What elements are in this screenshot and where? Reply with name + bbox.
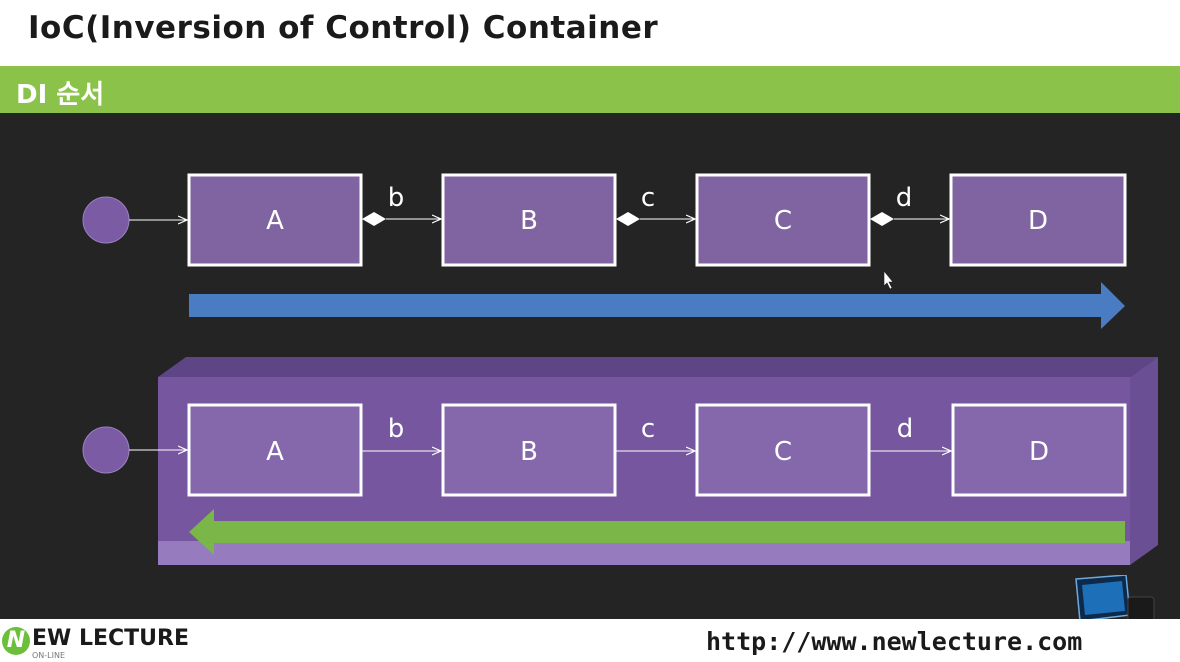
top-row-boxes: A B C D — [187, 173, 1127, 267]
top-box-b-label: B — [520, 206, 538, 236]
diamond-icon — [616, 212, 640, 226]
logo-initial: N — [2, 627, 30, 655]
top-edge-label-d: d — [896, 183, 913, 213]
section-bar: DI 순서 — [0, 66, 1180, 113]
bottom-row-connectors: b c d — [362, 414, 951, 451]
slide-stage: A B C D b c d — [0, 113, 1180, 619]
top-box-d — [949, 173, 1127, 267]
logo-text: EW LECTURE — [32, 626, 189, 651]
container-bottom-strip — [158, 541, 1130, 565]
top-box-c — [695, 173, 871, 267]
container-side-face — [1130, 357, 1158, 565]
bottom-edge-label-d: d — [897, 414, 914, 444]
bottom-box-d — [951, 403, 1127, 497]
top-box-a — [187, 173, 363, 267]
bottom-box-d-label: D — [1029, 437, 1049, 467]
top-box-b — [441, 173, 617, 267]
diamond-icon — [870, 212, 894, 226]
container-top-face — [158, 357, 1158, 377]
bottom-row-boxes: A B C D — [187, 403, 1127, 497]
diamond-icon — [362, 212, 386, 226]
bottom-box-c-label: C — [774, 437, 792, 467]
top-box-d-label: D — [1028, 206, 1048, 236]
top-row-connectors: b c d — [362, 183, 949, 226]
bottom-edge-label-c: c — [641, 414, 655, 444]
top-box-a-label: A — [266, 206, 284, 236]
footer: N EW LECTURE ON-LINE http://www.newlectu… — [0, 619, 1180, 662]
bottom-edge-label-b: b — [388, 414, 405, 444]
section-title: DI 순서 — [16, 80, 105, 110]
top-edge-label-c: c — [641, 183, 655, 213]
right-arrow — [189, 282, 1125, 329]
page-title: IoC(Inversion of Control) Container — [28, 10, 659, 46]
bottom-box-a — [187, 403, 363, 497]
left-arrow — [189, 509, 1125, 555]
bottom-box-c — [695, 403, 871, 497]
di-diagram: A B C D b c d — [82, 173, 1158, 565]
top-box-c-label: C — [774, 206, 792, 236]
top-edge-label-b: b — [388, 183, 405, 213]
bottom-box-a-label: A — [266, 437, 284, 467]
start-node-bottom — [82, 426, 130, 474]
title-bar: IoC(Inversion of Control) Container — [0, 0, 1180, 64]
cursor-icon — [883, 270, 894, 290]
bottom-box-b-label: B — [520, 437, 538, 467]
start-node-top — [82, 196, 130, 244]
bottom-box-b — [441, 403, 617, 497]
footer-url: http://www.newlecture.com — [706, 627, 1083, 656]
logo-subtext: ON-LINE — [32, 651, 66, 660]
